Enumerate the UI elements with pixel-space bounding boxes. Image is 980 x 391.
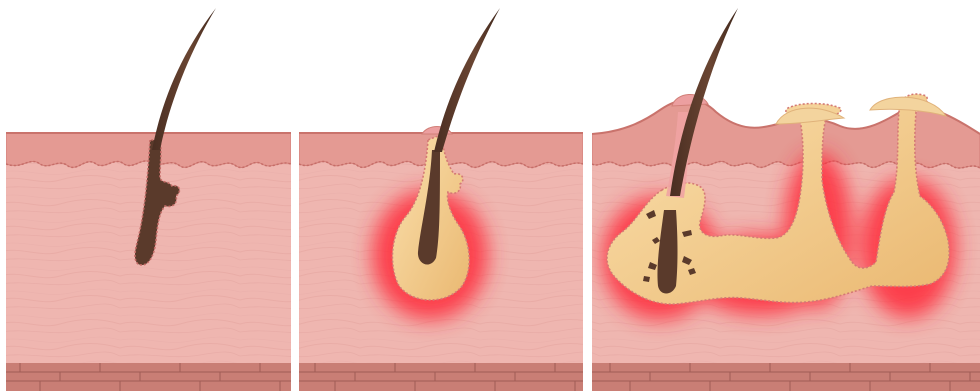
panel-healthy-follicle <box>6 8 291 391</box>
panel-divider <box>0 0 6 391</box>
panel-inflamed-follicle <box>299 8 583 391</box>
hair-shaft <box>152 8 216 150</box>
subcutis-layer <box>6 363 291 391</box>
subcutis-layer <box>299 363 583 391</box>
panel-divider <box>583 0 592 391</box>
hair-shaft <box>434 8 500 152</box>
panel-spreading-abscess <box>592 8 980 391</box>
panel-divider <box>291 0 299 391</box>
